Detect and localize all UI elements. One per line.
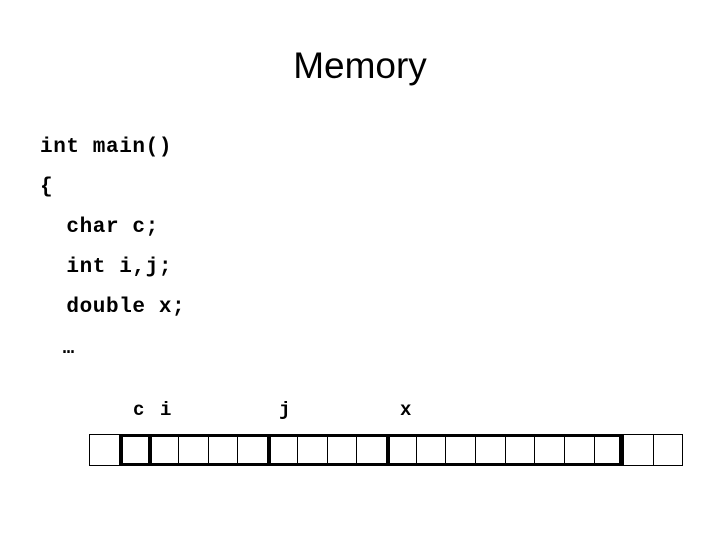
memory-cell-x bbox=[445, 434, 475, 466]
memory-cell-x bbox=[385, 434, 416, 466]
memory-cell-j bbox=[296, 434, 327, 466]
memory-cell-j bbox=[267, 434, 297, 466]
memory-cell-x bbox=[593, 434, 624, 466]
memory-label-x: x bbox=[400, 399, 412, 421]
memory-cell-x bbox=[504, 434, 535, 466]
code-line: int i,j; bbox=[40, 256, 173, 279]
memory-cell-j bbox=[326, 434, 357, 466]
memory-cell-c bbox=[118, 434, 149, 466]
memory-cell-x bbox=[534, 434, 564, 466]
memory-cell-x bbox=[564, 434, 594, 466]
memory-label-j: j bbox=[279, 399, 291, 421]
code-block: int main() { char c; int i,j; double x; … bbox=[40, 128, 460, 368]
memory-cell-x bbox=[474, 434, 505, 466]
memory-cell bbox=[653, 434, 683, 466]
memory-cell-i bbox=[237, 434, 268, 466]
memory-cell-row bbox=[89, 434, 683, 466]
memory-label-c: c bbox=[133, 399, 145, 421]
code-line: double x; bbox=[40, 296, 186, 319]
memory-label-i: i bbox=[160, 399, 172, 421]
memory-cell bbox=[89, 434, 119, 466]
memory-cell-x bbox=[415, 434, 446, 466]
memory-cell-j bbox=[356, 434, 386, 466]
memory-cell-i bbox=[148, 434, 179, 466]
memory-cell bbox=[623, 434, 654, 466]
memory-cell-i bbox=[207, 434, 238, 466]
memory-cell-i bbox=[178, 434, 208, 466]
code-line-ellipsis: … bbox=[40, 337, 75, 359]
page-title: Memory bbox=[293, 45, 427, 86]
code-line: char c; bbox=[40, 216, 159, 239]
code-line: { bbox=[40, 176, 54, 199]
code-line: int main() bbox=[40, 136, 173, 159]
